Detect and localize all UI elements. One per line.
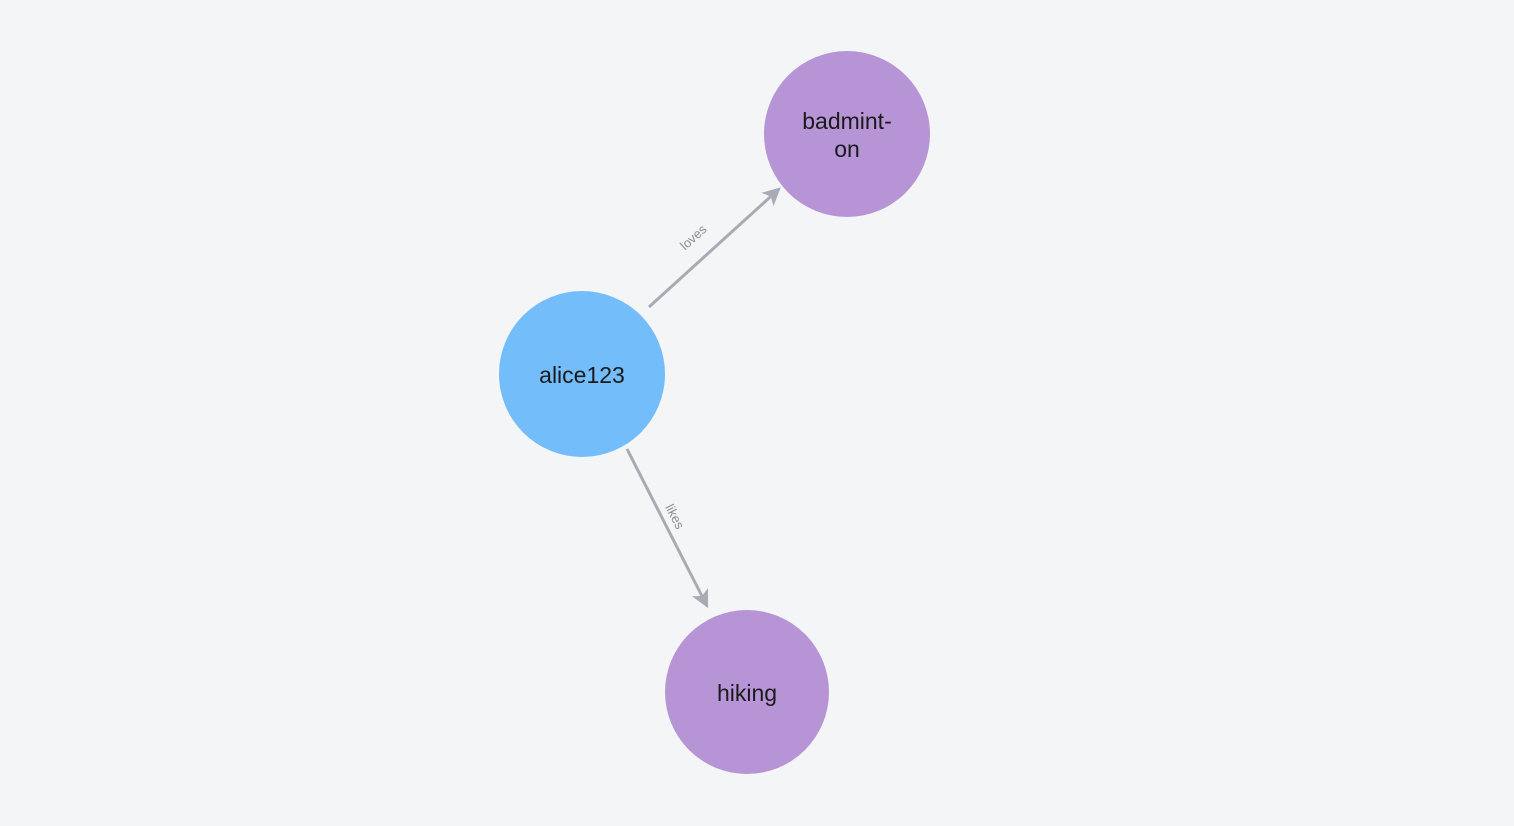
node-circle-hiking[interactable] [665,610,829,774]
edge-line-likes[interactable] [625,448,709,609]
edge-alice123-likes-hiking[interactable]: likes [625,448,709,609]
node-hiking[interactable]: hiking [665,610,829,774]
edge-line-loves[interactable] [647,187,781,309]
edge-alice123-loves-badminton[interactable]: loves [647,187,781,309]
node-badminton[interactable]: badmint- on [764,51,930,217]
node-circle-badminton[interactable] [764,51,930,217]
edge-label-loves: loves [677,221,710,253]
node-circle-alice123[interactable] [499,291,665,457]
nodes-layer: badmint- on alice123 hiking [499,51,930,774]
node-alice123[interactable]: alice123 [499,291,665,457]
